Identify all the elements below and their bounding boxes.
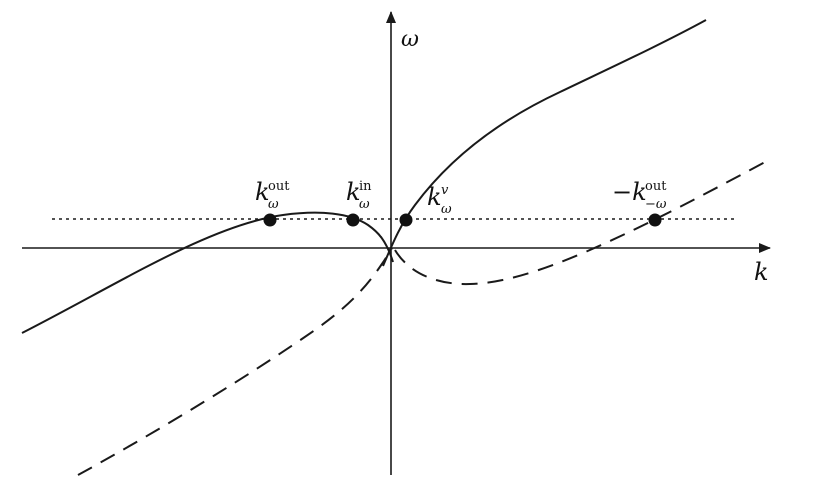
- label-k-v-sup: v: [441, 183, 449, 198]
- solid-branch-left: [21, 211, 394, 334]
- label-k-in: k in ω: [346, 178, 372, 212]
- label-k-in-sup: in: [359, 179, 372, 194]
- label-k-v: k v ω: [427, 183, 452, 217]
- label-k-out-main: k: [255, 178, 270, 206]
- dashed-branch-left: [77, 247, 393, 476]
- omega-axis-label: ω: [401, 27, 419, 52]
- label-minus-k-out-main: −k: [612, 178, 647, 206]
- label-k-in-main: k: [346, 178, 361, 206]
- label-k-v-main: k: [427, 183, 442, 211]
- point-minus-k-out: [648, 213, 662, 227]
- label-minus-k-out-sup: out: [645, 179, 667, 194]
- label-k-out-sub: ω: [268, 197, 279, 212]
- point-k-in: [346, 213, 360, 227]
- dashed-branch-right: [394, 161, 766, 286]
- label-minus-k-out-sub: −ω: [645, 197, 667, 212]
- point-k-out: [263, 213, 277, 227]
- label-k-out: k out ω: [255, 178, 290, 212]
- solid-branch-right: [382, 19, 707, 267]
- label-minus-k-out: −k out −ω: [612, 178, 667, 212]
- label-k-v-sub: ω: [441, 202, 452, 217]
- label-k-out-sup: out: [268, 179, 290, 194]
- point-k-v: [399, 213, 413, 227]
- label-k-in-sub: ω: [359, 197, 370, 212]
- k-axis-label: k: [754, 258, 769, 286]
